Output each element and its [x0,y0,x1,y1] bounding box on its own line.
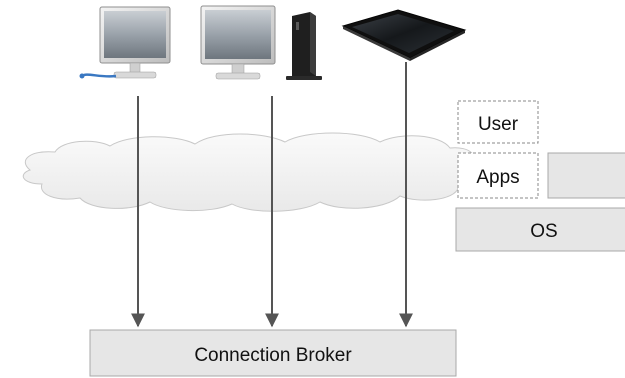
connection-arrows [131,62,413,328]
desktop-monitor-icon [200,5,276,80]
thin-client-monitor-icon [79,6,171,79]
apps-extension-box [547,152,625,199]
apps-layer: Apps [457,152,539,199]
tablet-icon [341,9,467,61]
connection-broker: Connection Broker [89,329,457,377]
connection-broker-label: Connection Broker [194,345,352,366]
user-layer-label: User [478,114,519,135]
network-cloud [22,132,479,212]
mini-pc-icon [286,12,322,80]
apps-layer-label: Apps [476,167,519,188]
os-layer: OS [455,207,625,252]
user-layer: User [457,100,539,144]
os-layer-label: OS [530,221,557,242]
